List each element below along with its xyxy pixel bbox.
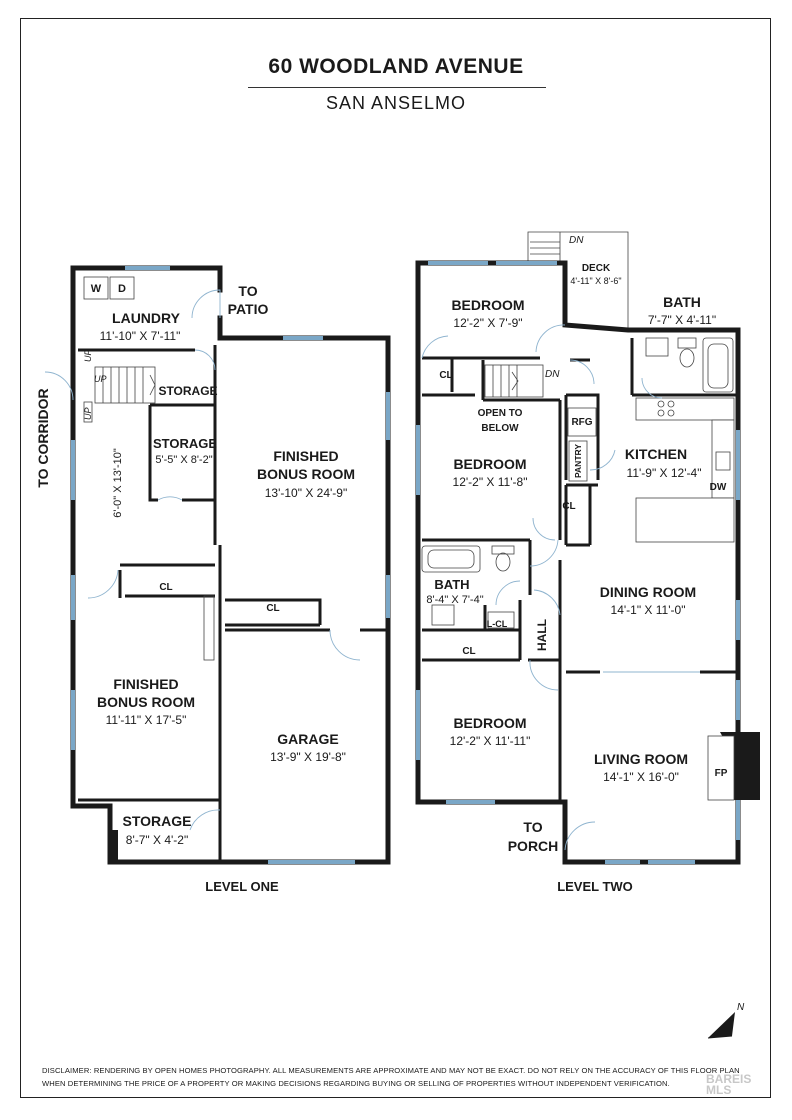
title-divider <box>248 87 546 88</box>
refrigerator-label: RFG <box>571 417 592 428</box>
stairs-dn-label: DN <box>545 369 560 380</box>
bath-1-dims: 7'-7" X 4'-11" <box>648 313 716 327</box>
bedroom-3-dims: 12'-2" X 11'-11" <box>450 734 531 748</box>
stairs-deck <box>530 232 561 262</box>
level-one-plan <box>44 265 391 865</box>
bath-one-fixtures <box>645 337 734 393</box>
level-one-label: LEVEL ONE <box>205 879 279 894</box>
bedroom-2-dims: 12'-2" X 11'-8" <box>453 475 528 489</box>
deck-name: DECK <box>582 263 611 274</box>
garage-dims: 13'-9" X 19'-8" <box>270 750 346 764</box>
bath-2-dims: 8'-4" X 7'-4" <box>426 594 483 606</box>
stairs-level-one <box>94 366 156 404</box>
open-to-below-line2: BELOW <box>481 423 519 434</box>
storage-bottom-name: STORAGE <box>123 813 192 829</box>
washer-label: W <box>91 283 102 295</box>
dishwasher-label: DW <box>710 482 727 493</box>
to-patio-line1: TO <box>238 283 257 299</box>
stairs-level-two <box>484 364 544 398</box>
bonus-room-1-dims: 13'-10" X 24'-9" <box>265 486 347 500</box>
washer <box>83 276 109 300</box>
bonus-room-2-line1: FINISHED <box>113 676 178 692</box>
closet-1-label: CL <box>439 370 452 381</box>
level-two-plan <box>415 231 760 865</box>
laundry-dims: 11'-10" X 7'-11" <box>100 329 181 343</box>
garage-name: GARAGE <box>277 731 338 747</box>
north-arrow-icon: N <box>707 1002 745 1039</box>
watermark-line1: BAREIS <box>706 1072 752 1086</box>
up-label-1: UP <box>83 349 93 362</box>
level-two-label: LEVEL TWO <box>557 879 633 894</box>
bedroom-1-name: BEDROOM <box>451 297 524 313</box>
disclaimer-line2: WHEN DETERMINING THE PRICE OF A PROPERTY… <box>42 1079 670 1088</box>
page-title: 60 WOODLAND AVENUE <box>268 55 524 78</box>
living-room-name: LIVING ROOM <box>594 751 688 767</box>
bedroom-2-name: BEDROOM <box>453 456 526 472</box>
deck-dn-label: DN <box>569 235 584 246</box>
disclaimer: DISCLAIMER: RENDERING BY OPEN HOMES PHOT… <box>42 1064 742 1090</box>
fireplace <box>707 732 760 801</box>
bath-two-fixtures <box>421 545 515 629</box>
hall-label: HALL <box>535 619 549 651</box>
storage-wall-block <box>110 830 118 860</box>
bedroom-1-dims: 12'-2" X 7'-9" <box>453 316 522 330</box>
kitchen-name: KITCHEN <box>625 446 687 462</box>
bath-1-name: BATH <box>663 294 701 310</box>
closet-label-1: CL <box>159 582 172 593</box>
refrigerator <box>567 407 597 437</box>
up-label-3: UP <box>83 407 93 420</box>
bonus-room-2-line2: BONUS ROOM <box>97 694 195 710</box>
bonus-room-1-line2: BONUS ROOM <box>257 466 355 482</box>
storage-bottom-dims: 8'-7" X 4'-2" <box>126 833 188 847</box>
closet-2-label: CL <box>562 501 575 512</box>
bath-2-name: BATH <box>434 577 469 592</box>
dining-room-dims: 14'-1" X 11'-0" <box>611 603 686 617</box>
hall-level-one-dims: 6'-0" X 13'-10" <box>112 448 124 518</box>
bedroom-3-name: BEDROOM <box>453 715 526 731</box>
dryer-label: D <box>118 283 126 295</box>
to-patio-line2: PATIO <box>228 301 269 317</box>
kitchen-counters <box>635 397 735 543</box>
to-porch-line2: PORCH <box>508 838 559 854</box>
watermark-logo: BAREIS MLS <box>706 1072 752 1097</box>
closet-3-label: CL <box>462 646 475 657</box>
laundry-name: LAUNDRY <box>112 310 181 326</box>
living-room-dims: 14'-1" X 16'-0" <box>603 770 679 784</box>
linen-closet-label: L-CL <box>487 619 508 629</box>
fireplace-label: FP <box>715 768 728 779</box>
pantry-label: PANTRY <box>573 444 583 478</box>
bonus-room-2-dims: 11'-11" X 17'-5" <box>106 713 187 727</box>
dining-room-name: DINING ROOM <box>600 584 696 600</box>
bonus-room-1-line1: FINISHED <box>273 448 338 464</box>
disclaimer-line1: DISCLAIMER: RENDERING BY OPEN HOMES PHOT… <box>42 1066 740 1075</box>
deck-dims: 4'-11" X 8'-6" <box>570 276 621 286</box>
open-to-below-line1: OPEN TO <box>478 408 523 419</box>
closet-label-2: CL <box>266 603 279 614</box>
to-corridor-label: TO CORRIDOR <box>35 388 51 487</box>
pantry-box <box>568 440 588 482</box>
kitchen-dims: 11'-9" X 12'-4" <box>627 466 702 480</box>
storage-mid-name: STORAGE <box>153 436 217 451</box>
watermark-line2: MLS <box>706 1083 732 1097</box>
compass-north-label: N <box>737 1002 745 1013</box>
up-label-2: UP <box>94 374 107 384</box>
storage-small-label: STORAGE <box>158 384 217 398</box>
page-frame <box>20 18 771 1098</box>
dryer <box>109 276 135 300</box>
storage-mid-dims: 5'-5" X 8'-2" <box>155 454 212 466</box>
page-subtitle: SAN ANSELMO <box>325 93 467 113</box>
to-porch-line1: TO <box>523 819 542 835</box>
